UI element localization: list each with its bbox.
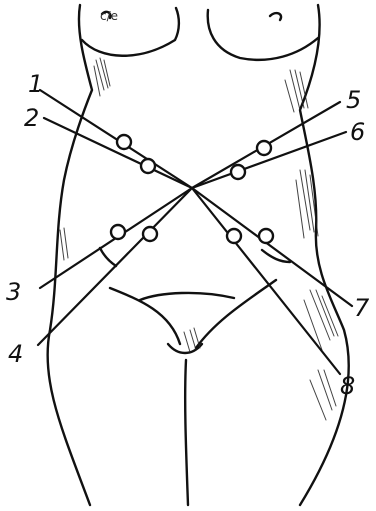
marker-6 (231, 165, 245, 179)
marker-7 (259, 229, 273, 243)
left-waist-fold (100, 248, 116, 266)
handwritten-mark: c/e (100, 9, 118, 23)
label-7: 7 (354, 294, 370, 322)
marker-8 (227, 229, 241, 243)
torso-outline (48, 5, 349, 505)
label-8: 8 (340, 372, 355, 400)
ray-2-segment (44, 118, 192, 188)
marker-1 (117, 135, 131, 149)
right-inguinal-fold (196, 280, 276, 348)
label-2: 2 (24, 104, 39, 132)
label-3: 3 (6, 278, 21, 306)
shading (60, 58, 338, 420)
thigh-gap (185, 360, 188, 505)
ray-1-to-7 (40, 90, 192, 188)
right-breast-outline (208, 10, 318, 60)
pubic-upper-line (140, 293, 234, 300)
ray-to-6 (192, 132, 346, 188)
label-1: 1 (28, 70, 43, 98)
right-nipple (270, 13, 281, 20)
label-6: 6 (350, 118, 365, 146)
label-5: 5 (346, 86, 361, 114)
marker-2 (141, 159, 155, 173)
marker-5 (257, 141, 271, 155)
left-breast-outline (82, 8, 179, 56)
marker-3 (111, 225, 125, 239)
marker-4 (143, 227, 157, 241)
label-4: 4 (8, 340, 23, 368)
left-inguinal-fold (110, 288, 180, 344)
